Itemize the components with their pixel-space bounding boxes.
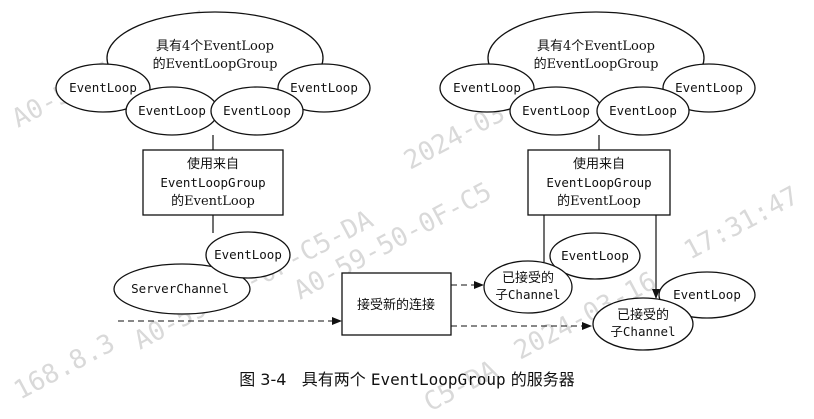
right-group-label-line2: 的EventLoopGroup bbox=[534, 56, 659, 72]
left-group-label-line1: 具有4个EventLoop bbox=[156, 39, 274, 54]
right-event-loop-group: 具有4个EventLoop 的EventLoopGroup EventLoop … bbox=[439, 11, 756, 136]
child-channel-1-line1: 已接受的 bbox=[502, 270, 554, 286]
right-box-line2: EventLoopGroup bbox=[546, 175, 651, 190]
left-assigned-event-loop-label: EventLoop bbox=[214, 247, 282, 262]
right-event-loop-a bbox=[549, 232, 641, 280]
caption-prefix: 具有两个 bbox=[301, 370, 366, 389]
right-group-label-line1: 具有4个EventLoop bbox=[537, 39, 655, 54]
left-event-loop-3-label: EventLoop bbox=[223, 103, 291, 118]
child-channel-2-line2: 子Channel bbox=[610, 324, 675, 339]
server-channel-label: ServerChannel bbox=[131, 281, 229, 296]
caption-suffix: 的服务器 bbox=[510, 370, 575, 389]
caption-code: EventLoopGroup bbox=[370, 370, 506, 389]
right-event-loop-3-label: EventLoop bbox=[609, 103, 677, 118]
child-channel-2 bbox=[592, 297, 694, 351]
left-event-loop-group: 具有4个EventLoop 的EventLoopGroup EventLoop … bbox=[55, 11, 371, 136]
child-channel-1 bbox=[483, 260, 573, 314]
left-event-loop-4-label: EventLoop bbox=[290, 80, 358, 95]
right-event-loop-b-label: EventLoop bbox=[673, 287, 741, 302]
accept-label: 接受新的连接 bbox=[357, 297, 435, 313]
figure-number: 图 3-4 bbox=[239, 370, 287, 389]
right-selection-box: 使用来自 EventLoopGroup 的EventLoop bbox=[527, 149, 671, 216]
left-box-line3: 的EventLoop bbox=[171, 193, 255, 209]
right-event-loop-4-label: EventLoop bbox=[675, 80, 743, 95]
right-event-loop-3 bbox=[596, 86, 690, 136]
right-event-loop-4 bbox=[662, 63, 756, 113]
left-selection-box: 使用来自 EventLoopGroup 的EventLoop bbox=[142, 149, 284, 216]
left-event-loop-4 bbox=[277, 63, 371, 113]
right-box-line3: 的EventLoop bbox=[557, 193, 641, 209]
child-channel-1-line2: 子Channel bbox=[495, 287, 560, 302]
child-channel-2-line1: 已接受的 bbox=[617, 307, 669, 323]
left-box-line1: 使用来自 bbox=[187, 156, 239, 172]
right-event-loop-1 bbox=[439, 63, 535, 113]
left-event-loop-1-label: EventLoop bbox=[69, 80, 137, 95]
right-event-loop-b bbox=[658, 271, 756, 319]
left-event-loop-3 bbox=[210, 86, 304, 136]
left-event-loop-1 bbox=[55, 63, 151, 113]
figure-caption: 图 3-4 具有两个 EventLoopGroup 的服务器 bbox=[0, 366, 814, 390]
server-channel-ellipse bbox=[113, 263, 251, 315]
right-event-loop-2-label: EventLoop bbox=[522, 103, 590, 118]
left-group-label-line2: 的EventLoopGroup bbox=[153, 56, 278, 72]
left-assigned-event-loop bbox=[205, 231, 291, 279]
watermark: 17:31:47 bbox=[679, 181, 804, 266]
right-event-loop-a-label: EventLoop bbox=[561, 248, 629, 263]
left-box-line2: EventLoopGroup bbox=[160, 175, 265, 190]
right-event-loop-1-label: EventLoop bbox=[453, 80, 521, 95]
right-box-line1: 使用来自 bbox=[573, 156, 625, 172]
accept-box: 接受新的连接 bbox=[341, 272, 452, 336]
left-event-loop-2-label: EventLoop bbox=[138, 103, 206, 118]
